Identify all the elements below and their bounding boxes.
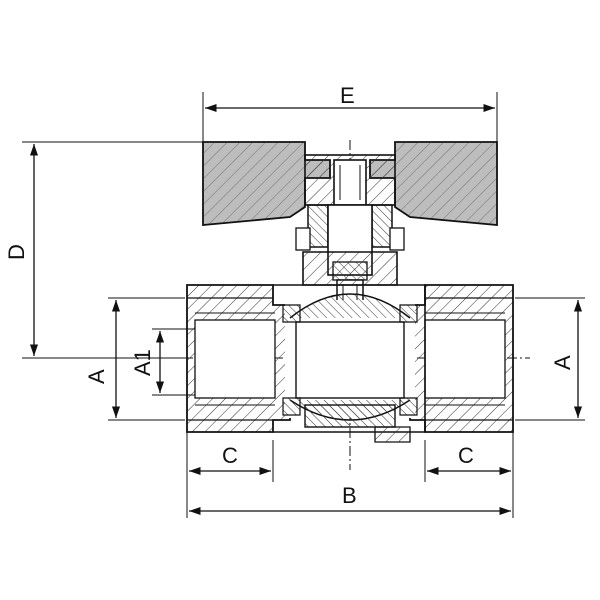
label-C-left: C [222,443,238,468]
valve-ball [282,293,418,443]
butterfly-handle [202,141,498,226]
dimension-labels: E B C C D A A1 A [4,83,575,508]
label-D: D [4,244,29,260]
label-E: E [340,83,355,108]
extension-lines [22,92,585,518]
dimension-lines [29,103,583,516]
label-A-right: A [550,355,575,370]
label-A1: A1 [130,349,155,376]
label-A-left: A [84,369,109,384]
valve-body [186,251,514,433]
label-C-right: C [458,443,474,468]
label-B: B [342,483,357,508]
